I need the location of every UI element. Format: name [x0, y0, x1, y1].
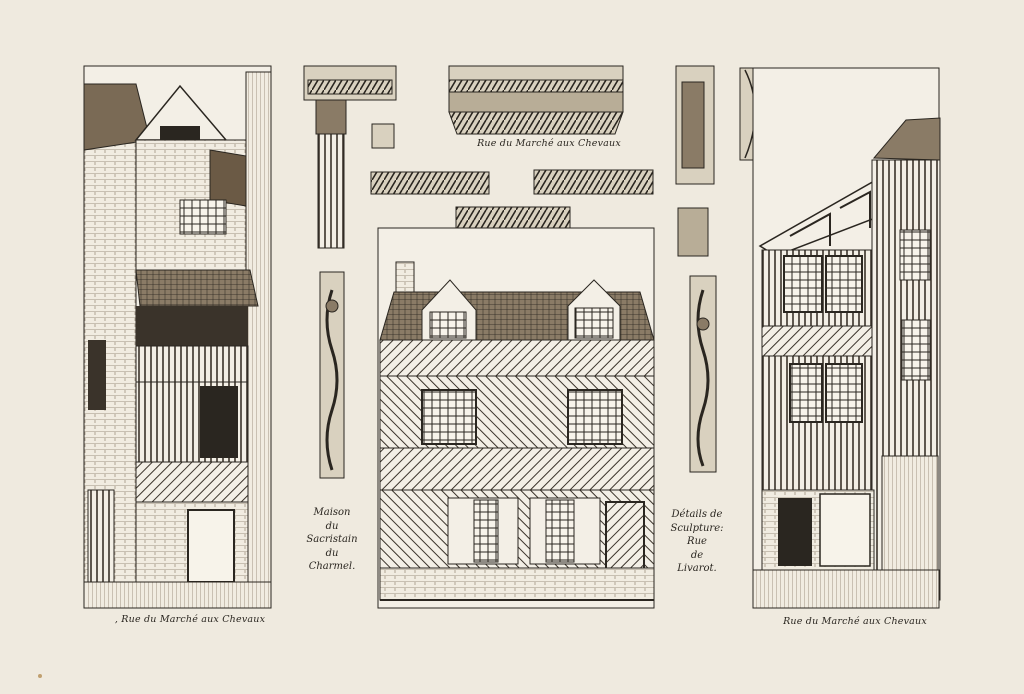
caption-details: Détails de Sculpture: Rue de Livarot.	[670, 509, 724, 574]
right-street-drawing	[752, 67, 941, 609]
caption-maison: Maison du Sacristain du Charmel.	[306, 507, 358, 572]
caption-top-center: Rue du Marché aux Chevaux	[477, 138, 621, 149]
ink-spot	[38, 674, 42, 678]
caption-bottom-left: , Rue du Marché aux Chevaux	[114, 614, 266, 625]
caption-bottom-right: Rue du Marché aux Chevaux	[783, 616, 927, 627]
half-timbered-house-drawing	[377, 227, 655, 609]
left-courtyard-drawing	[83, 65, 272, 609]
